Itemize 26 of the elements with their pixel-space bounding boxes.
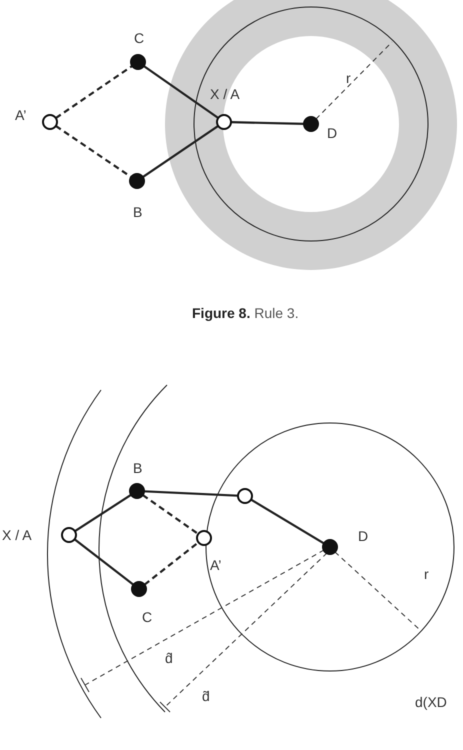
point-label: B <box>133 460 142 476</box>
point-label: D <box>358 528 368 544</box>
dashed-line <box>142 494 199 535</box>
dimension-label: d̃ <box>202 688 210 704</box>
connector-line <box>144 490 238 497</box>
connector-line <box>74 494 132 532</box>
point-label: A’ <box>15 107 26 123</box>
point-label: A’ <box>210 557 222 573</box>
point-label: C <box>142 609 152 625</box>
dimension-label: r <box>346 70 351 86</box>
connector-line <box>143 65 219 119</box>
dashed-line <box>55 65 133 119</box>
connector-line <box>142 125 219 178</box>
connector-line <box>74 538 134 586</box>
connector-line <box>230 121 304 125</box>
dashed-line <box>144 541 200 586</box>
point-label: C <box>134 30 144 46</box>
dimension-label: d̂ <box>165 650 173 666</box>
point-label: X / A <box>2 527 32 543</box>
point-label: B <box>133 204 142 220</box>
dimension-label: r <box>424 566 429 582</box>
figure-caption: Figure 8. Rule 3. <box>192 305 299 321</box>
dimension-label: d(XD <box>415 694 447 710</box>
connector-line <box>250 498 325 544</box>
point-label: D <box>327 125 338 141</box>
point-label: X / A <box>210 86 240 102</box>
